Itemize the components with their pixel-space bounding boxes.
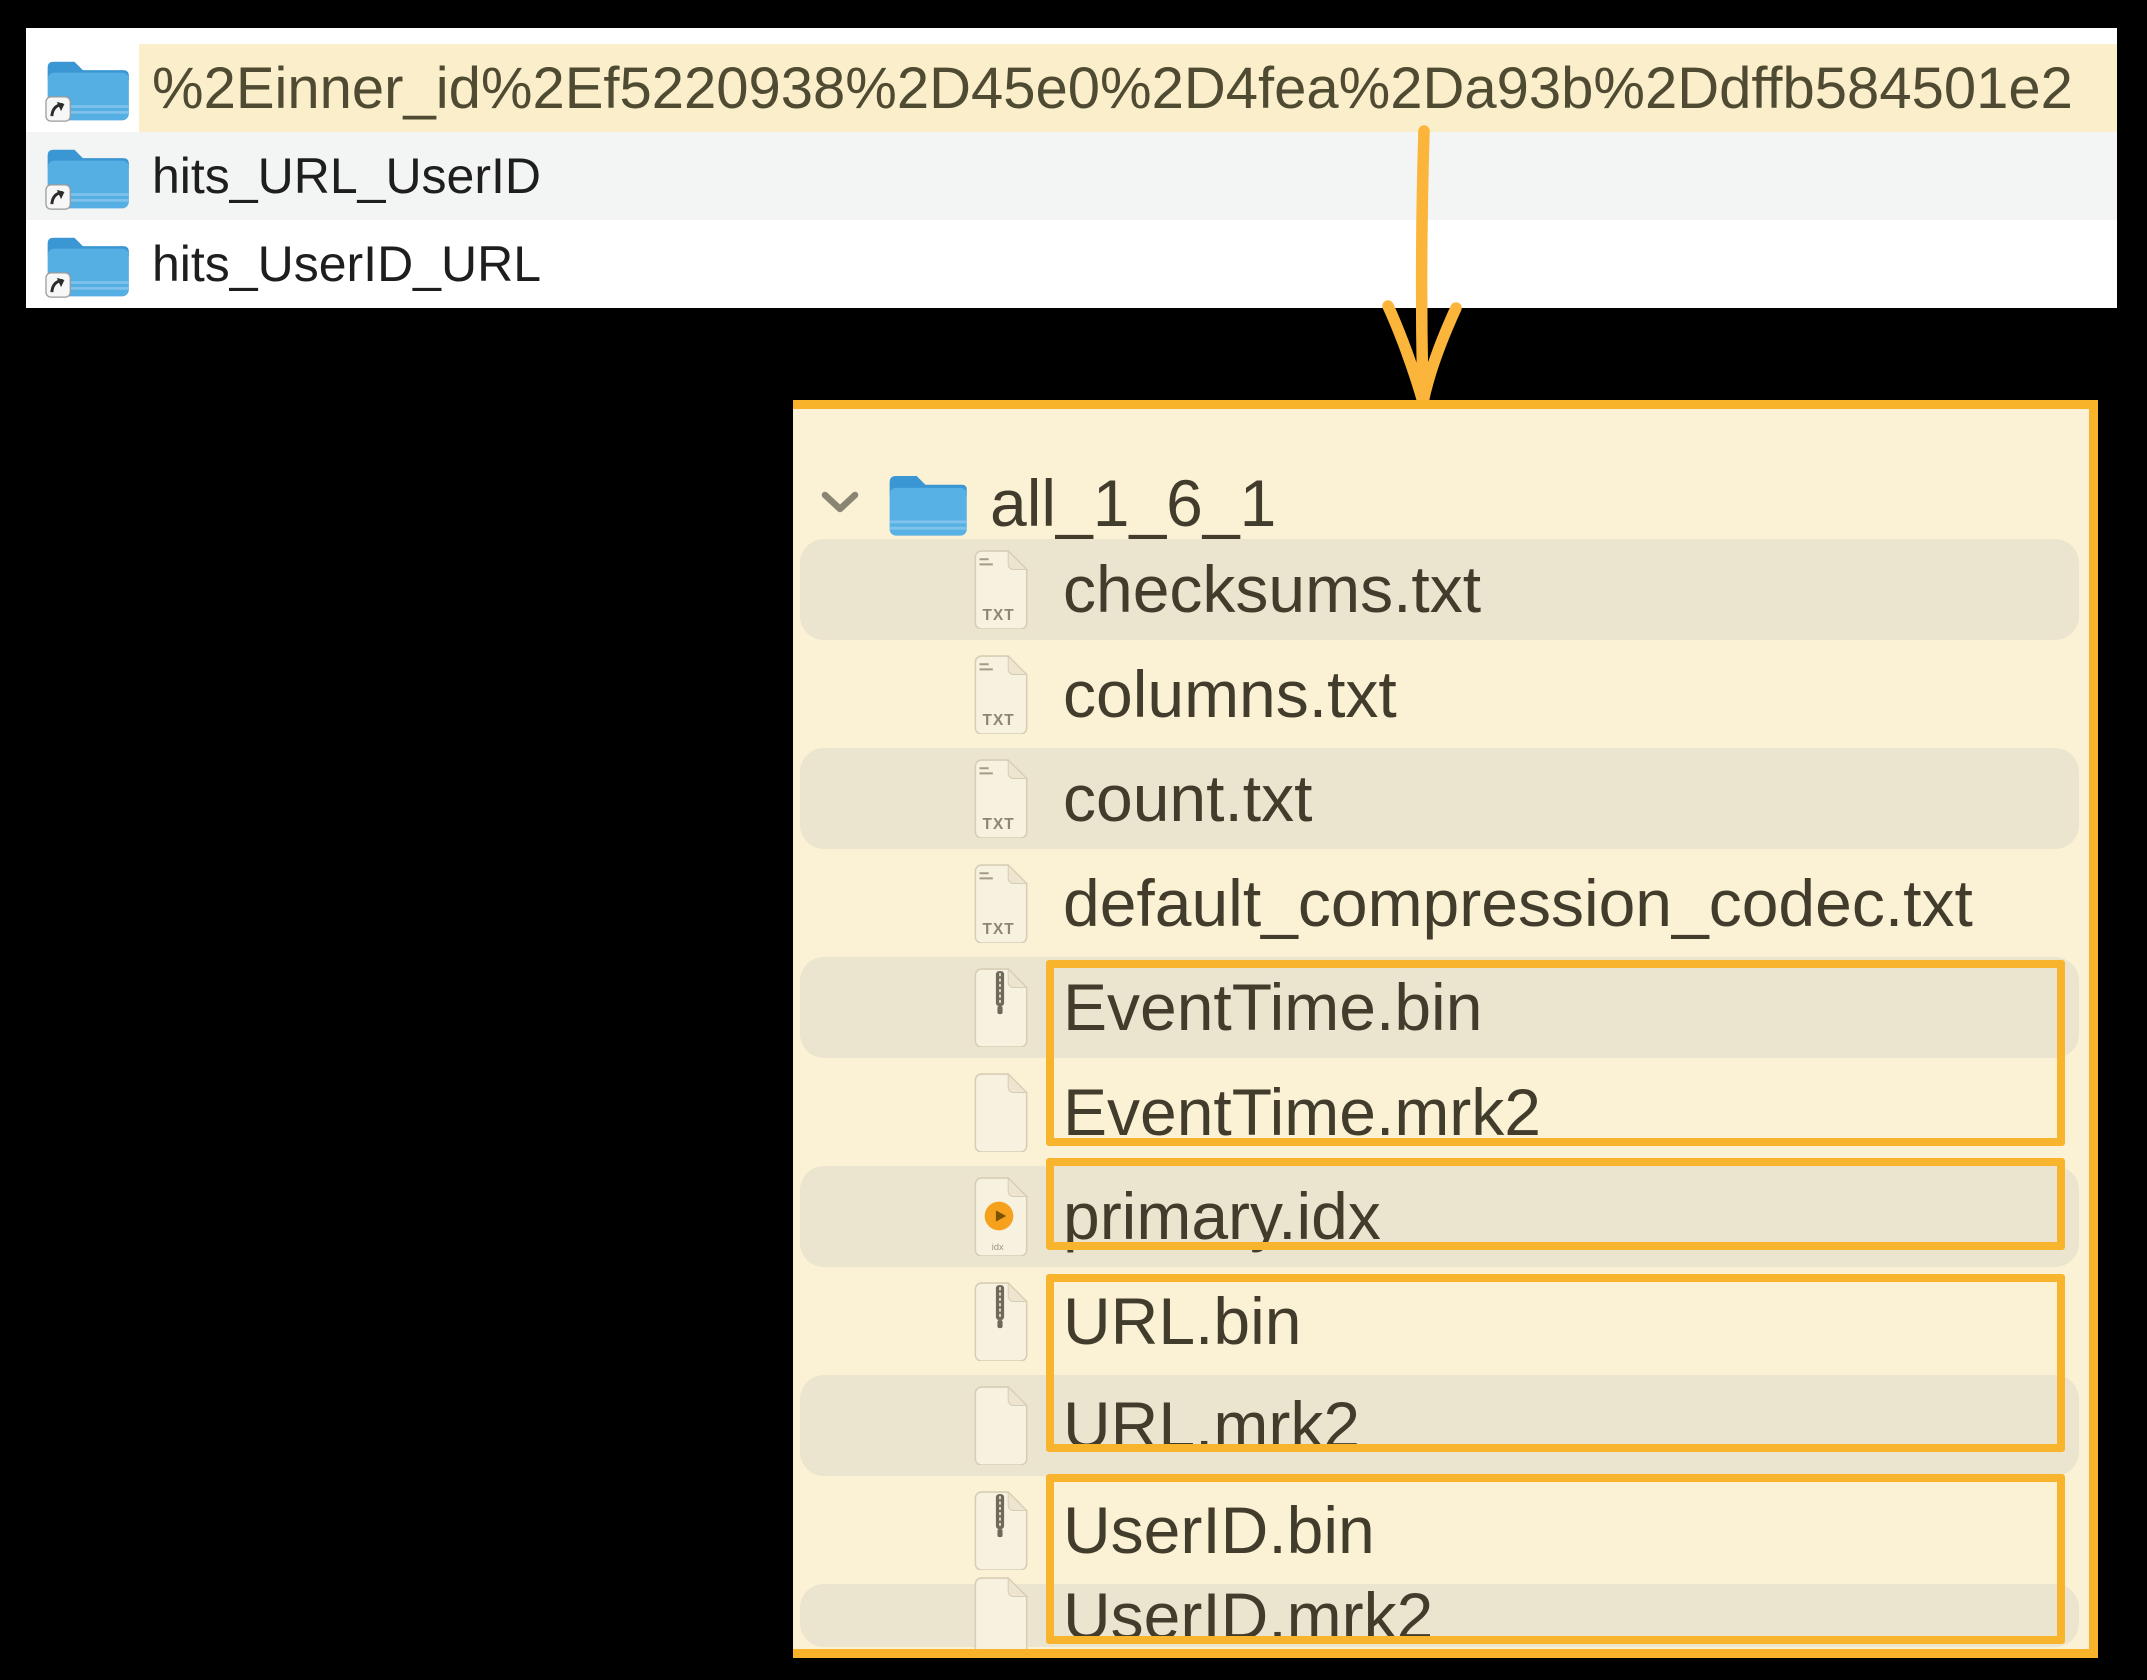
file-row-url-mrk2[interactable]: URL.mrk2	[793, 1373, 2089, 1478]
file-row-primary-idx[interactable]: primary.idx	[793, 1164, 2089, 1269]
bin-file-icon	[969, 1281, 1031, 1361]
file-row-checksums[interactable]: checksums.txt	[793, 537, 2089, 642]
tree-folder-row[interactable]: all_1_6_1	[793, 449, 2089, 557]
selection-highlight: %2Einner_id%2Ef5220938%2D45e0%2D4fea%2Da…	[139, 44, 2117, 132]
folder-alias-icon	[45, 143, 129, 210]
file-name: EventTime.mrk2	[1063, 1074, 1541, 1149]
list-row-hits-userid-url[interactable]: hits_UserID_URL	[26, 220, 2117, 308]
folder-alias-icon	[45, 55, 129, 122]
txt-file-icon	[969, 654, 1031, 734]
parts-list-panel: %2Einner_id%2Ef5220938%2D45e0%2D4fea%2Da…	[26, 28, 2117, 308]
file-name: URL.bin	[1063, 1283, 1302, 1358]
plain-file-icon	[969, 1385, 1031, 1465]
folder-alias-icon	[45, 231, 129, 298]
txt-file-icon	[969, 758, 1031, 838]
file-name: URL.mrk2	[1063, 1388, 1361, 1463]
chevron-down-icon[interactable]	[820, 491, 860, 515]
folder-name: hits_URL_UserID	[152, 148, 542, 204]
file-name: checksums.txt	[1063, 552, 1482, 627]
txt-file-icon	[969, 863, 1031, 943]
folder-name: all_1_6_1	[990, 466, 1277, 540]
part-contents-panel: all_1_6_1 checksums.txt columns.txt coun…	[793, 400, 2098, 1658]
list-row-inner-id[interactable]: %2Einner_id%2Ef5220938%2D45e0%2D4fea%2Da…	[26, 44, 2117, 132]
folder-icon	[887, 468, 967, 538]
list-row-hits-url-userid[interactable]: hits_URL_UserID	[26, 132, 2117, 220]
folder-name: hits_UserID_URL	[152, 236, 542, 292]
folder-name: %2Einner_id%2Ef5220938%2D45e0%2D4fea%2Da…	[152, 55, 2073, 121]
bin-file-icon	[969, 967, 1031, 1047]
txt-file-icon	[969, 549, 1031, 629]
file-name: UserID.mrk2	[1063, 1578, 1434, 1653]
file-row-columns[interactable]: columns.txt	[793, 642, 2089, 747]
file-row-count[interactable]: count.txt	[793, 746, 2089, 851]
plain-file-icon	[969, 1072, 1031, 1152]
plain-file-icon	[969, 1576, 1031, 1656]
file-name: columns.txt	[1063, 656, 1397, 731]
file-name: primary.idx	[1063, 1179, 1381, 1254]
file-name: EventTime.bin	[1063, 970, 1483, 1045]
file-row-url-bin[interactable]: URL.bin	[793, 1269, 2089, 1374]
file-name: UserID.bin	[1063, 1492, 1375, 1567]
bin-file-icon	[969, 1490, 1031, 1570]
file-row-eventtime-mrk2[interactable]: EventTime.mrk2	[793, 1060, 2089, 1165]
file-name: default_compression_codec.txt	[1063, 865, 1973, 940]
file-row-eventtime-bin[interactable]: EventTime.bin	[793, 955, 2089, 1060]
idx-file-icon	[969, 1176, 1031, 1256]
file-row-default-compression-codec[interactable]: default_compression_codec.txt	[793, 851, 2089, 956]
file-name: count.txt	[1063, 761, 1313, 836]
file-row-userid-bin[interactable]: UserID.bin	[793, 1478, 2089, 1583]
file-row-userid-mrk2[interactable]: UserID.mrk2	[793, 1582, 2089, 1649]
